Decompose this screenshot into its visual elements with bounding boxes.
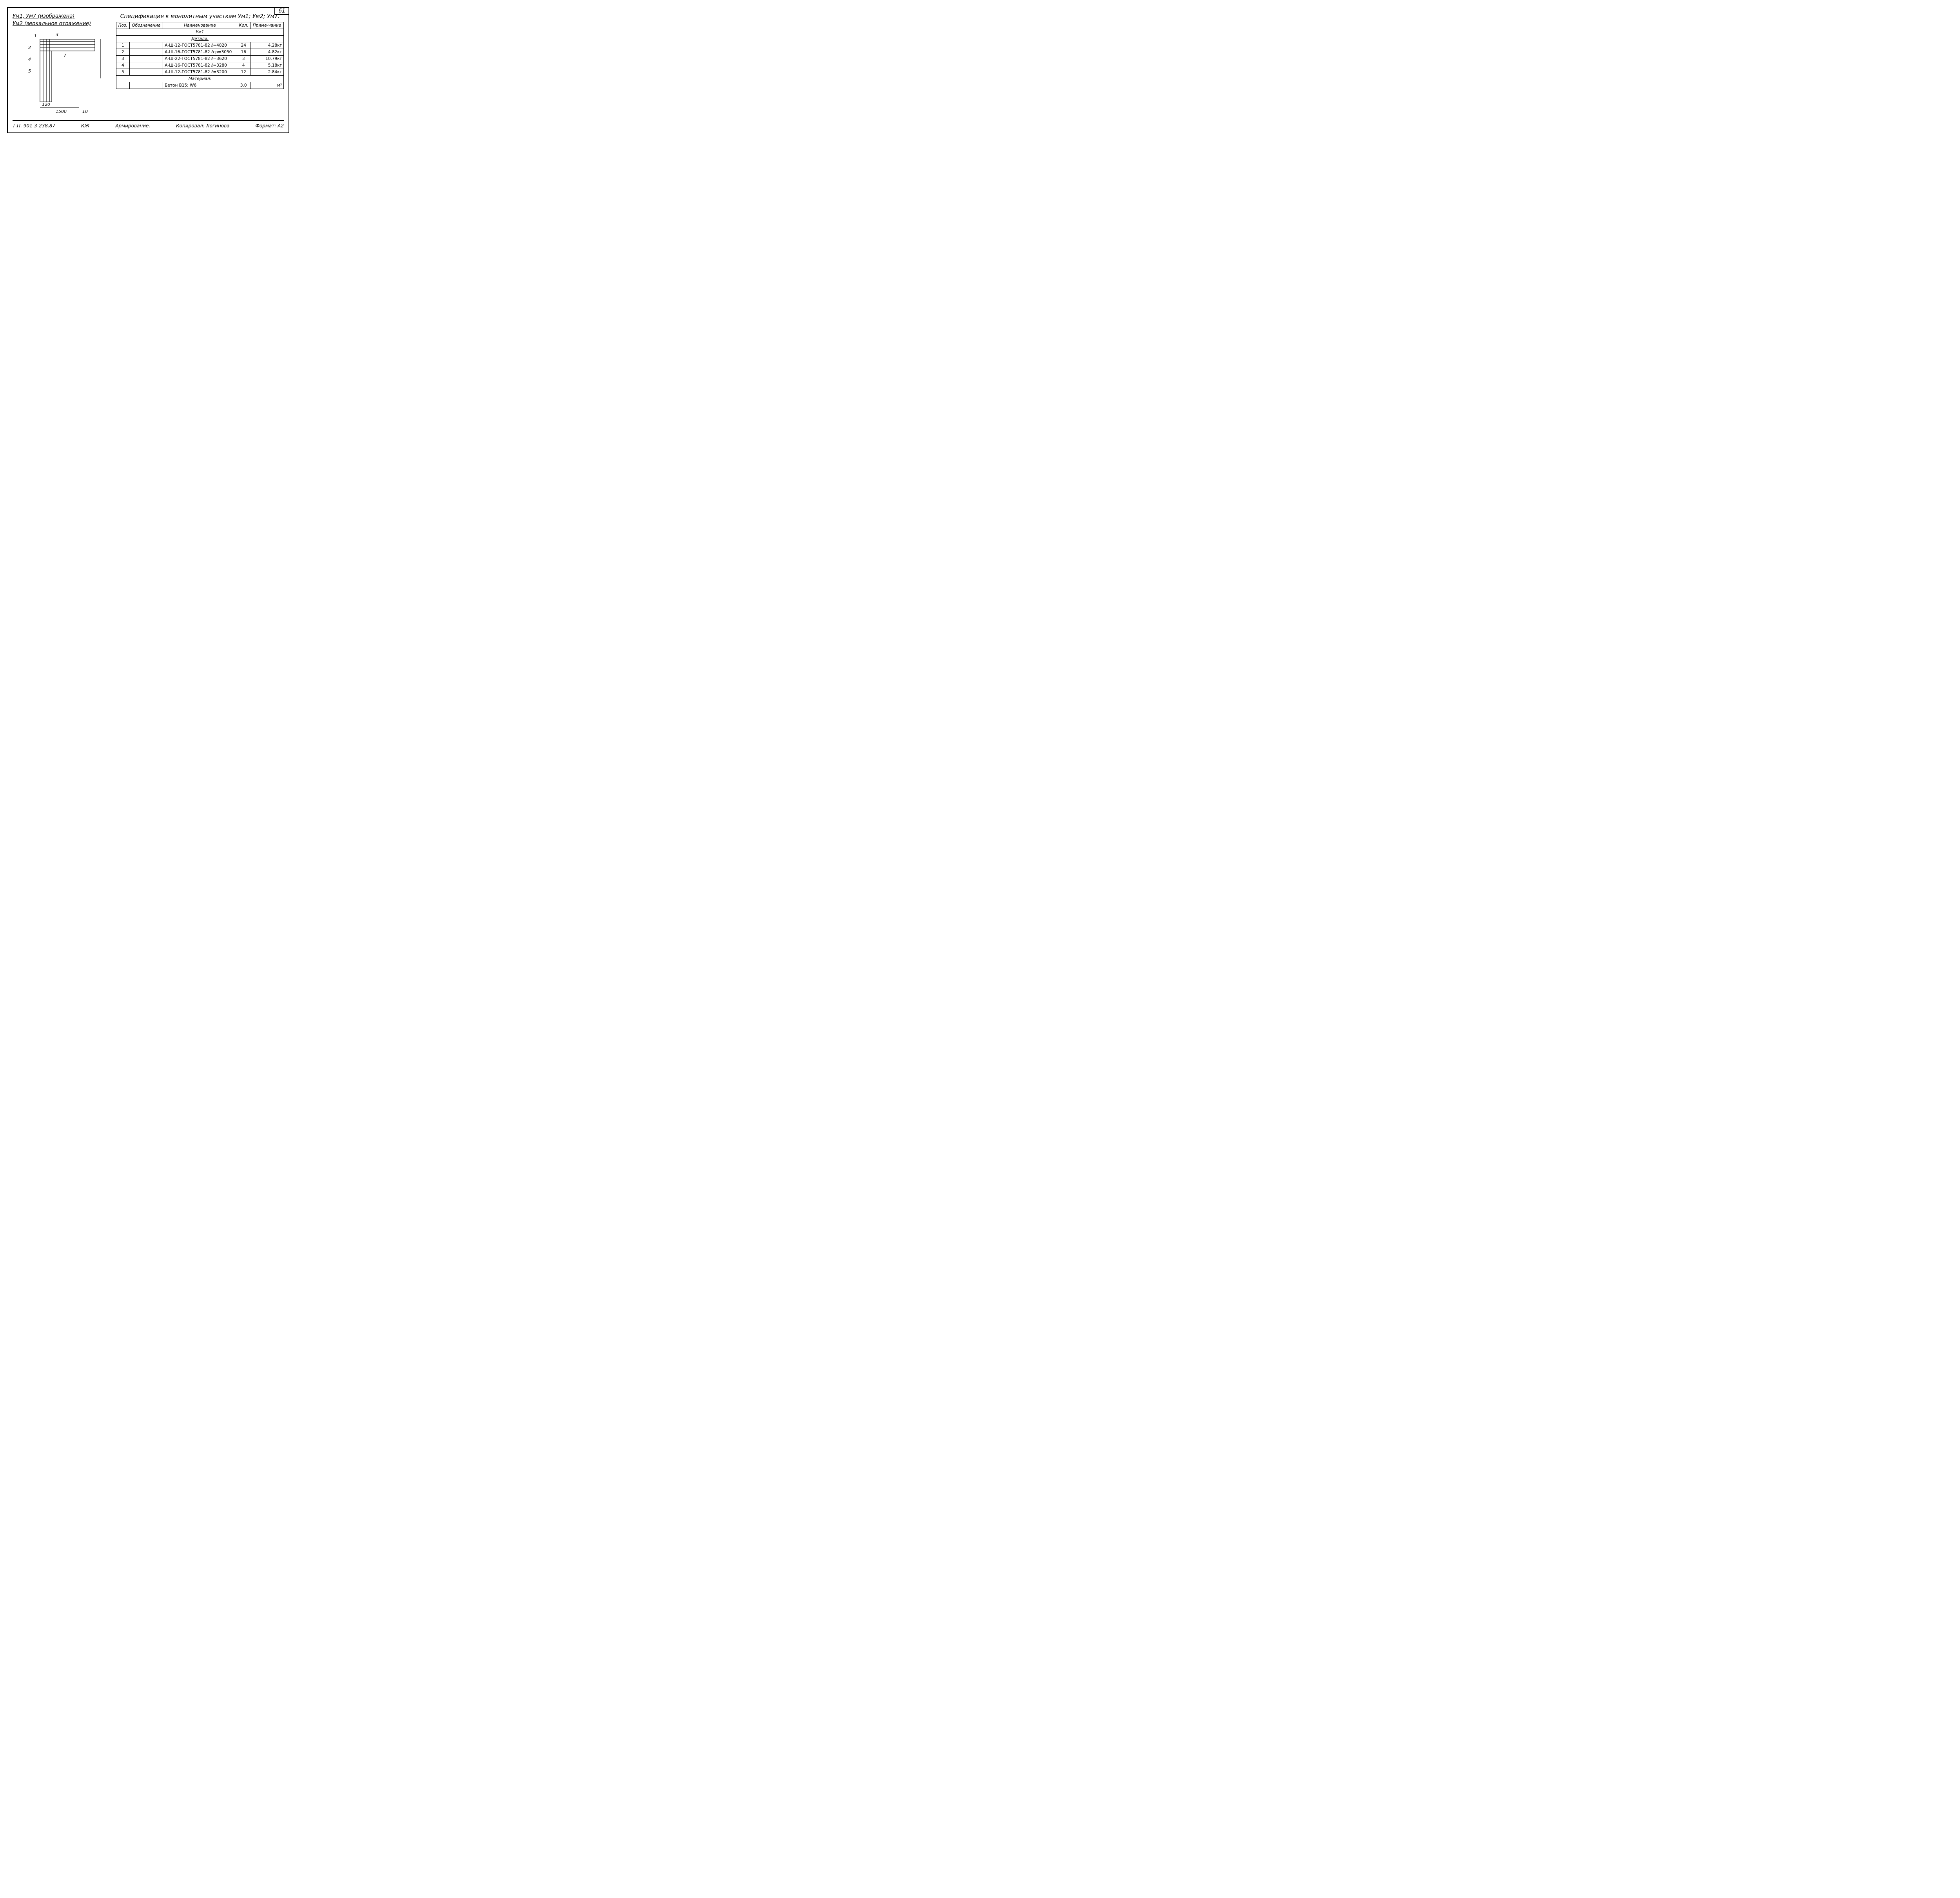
- plan-title-line1: Ум1, Ум7 (изображена): [13, 13, 75, 19]
- spec-pos: [116, 82, 130, 89]
- spec-designation: [129, 62, 163, 69]
- spec-note: 4.82кг: [250, 49, 284, 56]
- plan-mark-7: 7: [64, 53, 66, 58]
- spec-concrete-name: Бетон В15; W6: [163, 82, 237, 89]
- spec-name: А-Ш-16-ГОСТ5781-82 ℓср=3050: [163, 49, 237, 56]
- doc-title: Армирование.: [115, 123, 151, 129]
- spec-row: 4 А-Ш-16-ГОСТ5781-82 ℓ=3280 4 5.18кг: [116, 62, 284, 69]
- plan-mark-4: 4: [28, 57, 31, 62]
- title-block: Т.П. 901-3-238.87 КЖ Армирование. Копиро…: [13, 120, 284, 129]
- col-qty: Кол.: [236, 22, 250, 29]
- spec-note: 4.28кг: [250, 42, 284, 49]
- doc-number: Т.П. 901-3-238.87: [13, 123, 55, 129]
- col-note: Приме-чание: [250, 22, 284, 29]
- spec-pos: 5: [116, 69, 130, 76]
- col-designation: Обозначение: [129, 22, 163, 29]
- spec-pos: 1: [116, 42, 130, 49]
- sheet-format: Формат: А2: [255, 123, 284, 129]
- spec-name: А-Ш-16-ГОСТ5781-82 ℓ=3280: [163, 62, 237, 69]
- plan-dim-120: 120: [42, 102, 50, 107]
- spec-name: А-Ш-12-ГОСТ5781-82 ℓ=3200: [163, 69, 237, 76]
- plan-drawing: 3 1 2 5 4 7 1500 120 10: [28, 32, 101, 114]
- spec-group-title: Ум1: [116, 29, 284, 36]
- col-name: Наименование: [163, 22, 237, 29]
- wall-horizontal: [40, 39, 95, 51]
- spec-qty: 12: [236, 69, 250, 76]
- spec-pos: 2: [116, 49, 130, 56]
- spec-name: А-Ш-22-ГОСТ5781-82 ℓ=3620: [163, 55, 237, 62]
- spec-table: Поз. Обозначение Наименование Кол. Приме…: [116, 22, 284, 89]
- spec-note: 10.79кг: [250, 55, 284, 62]
- wall-vertical: [40, 51, 52, 102]
- spec-note: 2.84кг: [250, 69, 284, 76]
- spec-title: Спецификация к монолитным участкам Ум1; …: [120, 13, 280, 20]
- spec-row: 2 А-Ш-16-ГОСТ5781-82 ℓср=3050 16 4.82кг: [116, 49, 284, 56]
- spec-qty: 4: [236, 62, 250, 69]
- spec-material-heading: Материал:: [116, 75, 284, 82]
- spec-pos: 4: [116, 62, 130, 69]
- spec-designation: [129, 69, 163, 76]
- spec-row: 1 А-Ш-12-ГОСТ5781-82 ℓ=4820 24 4.28кг: [116, 42, 284, 49]
- spec-details-heading: Детали.: [116, 35, 284, 42]
- spec-qty: 3: [236, 55, 250, 62]
- spec-section: Спецификация к монолитным участкам Ум1; …: [116, 12, 284, 89]
- drawing-sheet: 61 Ум1, Ум7 (изображена) Ум2 (зеркальное…: [7, 7, 289, 133]
- spec-note: 5.18кг: [250, 62, 284, 69]
- spec-designation: [129, 55, 163, 62]
- copied-by: Копировал: Логинова: [176, 123, 230, 129]
- spec-pos: 3: [116, 55, 130, 62]
- spec-designation: [129, 82, 163, 89]
- doc-mark: КЖ: [81, 123, 90, 129]
- col-pos: Поз.: [116, 22, 130, 29]
- sheet-number: 61: [274, 7, 289, 15]
- plan-view: Ум1, Ум7 (изображена) Ум2 (зеркальное от…: [13, 12, 111, 115]
- spec-row: 5 А-Ш-12-ГОСТ5781-82 ℓ=3200 12 2.84кг: [116, 69, 284, 76]
- plan-title-line2: Ум2 (зеркальное отражение): [13, 21, 91, 27]
- spec-row: 3 А-Ш-22-ГОСТ5781-82 ℓ=3620 3 10.79кг: [116, 55, 284, 62]
- plan-dim-10: 10: [82, 109, 88, 114]
- plan-dim-1500: 1500: [56, 109, 67, 114]
- spec-qty: 16: [236, 49, 250, 56]
- plan-mark-5: 5: [28, 69, 31, 74]
- plan-mark-2: 2: [28, 45, 31, 50]
- spec-designation: [129, 42, 163, 49]
- spec-qty: 24: [236, 42, 250, 49]
- spec-row: Бетон В15; W6 3.0 м³: [116, 82, 284, 89]
- spec-concrete-unit: м³: [250, 82, 284, 89]
- spec-name: А-Ш-12-ГОСТ5781-82 ℓ=4820: [163, 42, 237, 49]
- plan-mark-1: 1: [34, 33, 37, 38]
- plan-mark-3: 3: [56, 32, 58, 37]
- spec-concrete-qty: 3.0: [236, 82, 250, 89]
- spec-designation: [129, 49, 163, 56]
